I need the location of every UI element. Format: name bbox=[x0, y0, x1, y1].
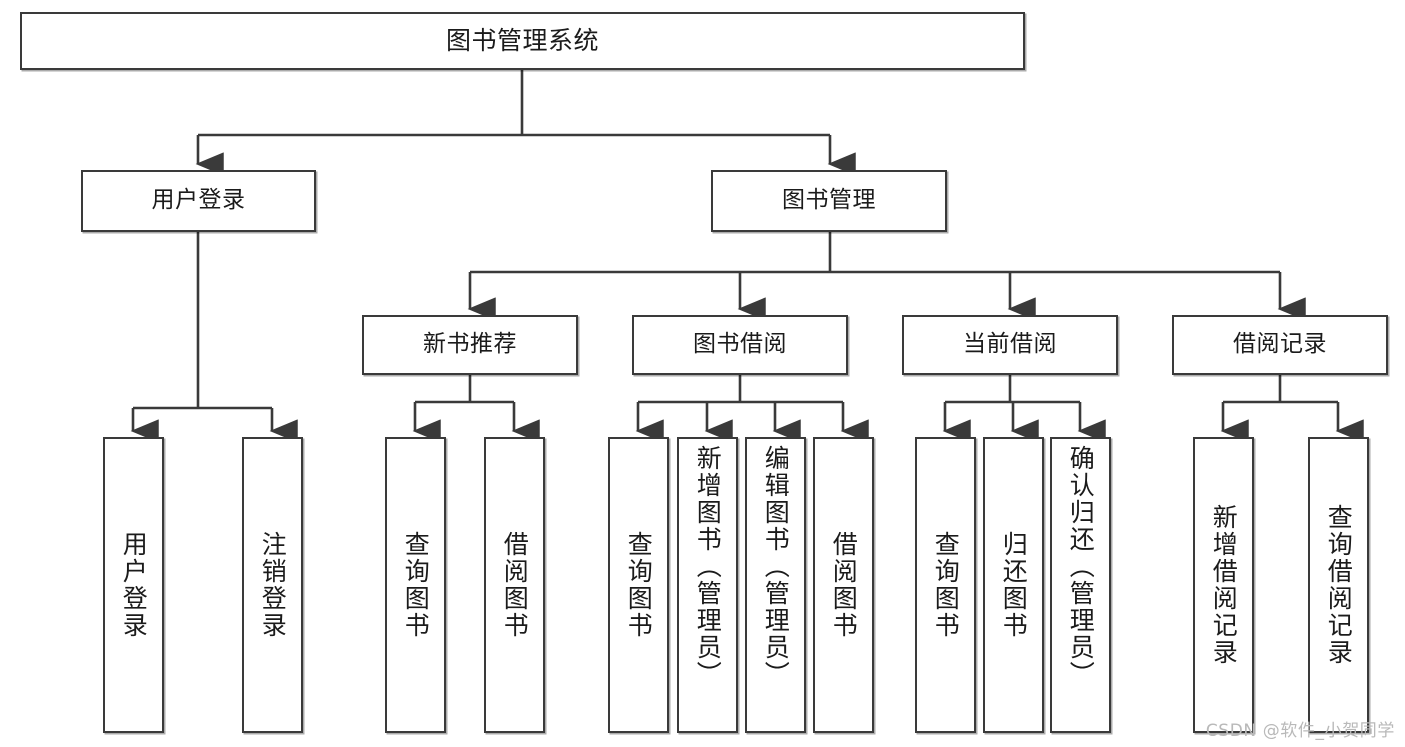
leaf-book-borrow-edit[interactable]: 编辑图书（管理员） bbox=[745, 437, 806, 733]
node-label: 图书管理系统 bbox=[445, 26, 599, 55]
node-label: 借阅图书 bbox=[829, 531, 859, 639]
node-current-borrow[interactable]: 当前借阅 bbox=[902, 315, 1118, 375]
node-book-management[interactable]: 图书管理 bbox=[711, 170, 947, 232]
node-label: 确认归还（管理员） bbox=[1066, 445, 1096, 688]
leaf-current-borrow-query[interactable]: 查询图书 bbox=[915, 437, 976, 733]
node-label: 查询借阅记录 bbox=[1324, 504, 1354, 666]
leaf-new-book-borrow[interactable]: 借阅图书 bbox=[484, 437, 545, 733]
node-label: 查询图书 bbox=[624, 531, 654, 639]
node-label: 图书借阅 bbox=[693, 331, 787, 358]
node-label: 查询图书 bbox=[401, 531, 431, 639]
node-new-book-recommend[interactable]: 新书推荐 bbox=[362, 315, 578, 375]
leaf-borrow-record-query[interactable]: 查询借阅记录 bbox=[1308, 437, 1369, 733]
node-borrow-record[interactable]: 借阅记录 bbox=[1172, 315, 1388, 375]
node-label: 借阅记录 bbox=[1233, 331, 1327, 358]
leaf-user-login-login[interactable]: 用户登录 bbox=[103, 437, 164, 733]
node-label: 图书管理 bbox=[782, 187, 876, 214]
node-root-system[interactable]: 图书管理系统 bbox=[20, 12, 1025, 70]
leaf-new-book-query[interactable]: 查询图书 bbox=[385, 437, 446, 733]
leaf-book-borrow-add[interactable]: 新增图书（管理员） bbox=[677, 437, 738, 733]
leaf-current-borrow-confirm-return[interactable]: 确认归还（管理员） bbox=[1050, 437, 1111, 733]
node-label: 编辑图书（管理员） bbox=[761, 445, 791, 688]
leaf-user-login-logout[interactable]: 注销登录 bbox=[242, 437, 303, 733]
watermark-text: CSDN @软件_小贺同学 bbox=[1205, 721, 1395, 741]
node-label: 新书推荐 bbox=[423, 331, 517, 358]
node-label: 用户登录 bbox=[151, 187, 246, 214]
node-label: 归还图书 bbox=[999, 531, 1029, 639]
node-label: 用户登录 bbox=[119, 531, 149, 639]
leaf-book-borrow-borrow[interactable]: 借阅图书 bbox=[813, 437, 874, 733]
node-label: 新增借阅记录 bbox=[1209, 504, 1239, 666]
node-label: 新增图书（管理员） bbox=[693, 445, 723, 688]
leaf-borrow-record-add[interactable]: 新增借阅记录 bbox=[1193, 437, 1254, 733]
node-label: 借阅图书 bbox=[500, 531, 530, 639]
node-label: 当前借阅 bbox=[963, 331, 1057, 358]
node-label: 注销登录 bbox=[258, 531, 288, 639]
node-book-borrow[interactable]: 图书借阅 bbox=[632, 315, 848, 375]
node-label: 查询图书 bbox=[931, 531, 961, 639]
leaf-current-borrow-return[interactable]: 归还图书 bbox=[983, 437, 1044, 733]
node-user-login[interactable]: 用户登录 bbox=[81, 170, 316, 232]
leaf-book-borrow-query[interactable]: 查询图书 bbox=[608, 437, 669, 733]
